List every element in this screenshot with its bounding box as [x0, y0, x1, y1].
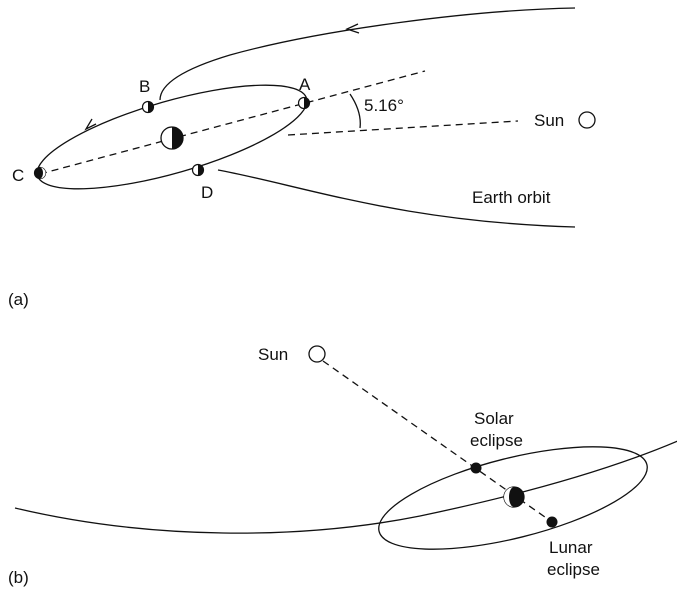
panel-b-label: (b) [8, 568, 29, 587]
moon-lunar-eclipse-icon [546, 516, 558, 528]
earth-orbit-path [159, 7, 576, 101]
earth-orbit-lower-path [217, 169, 576, 228]
moon-d-icon [191, 163, 205, 177]
earth-b-icon [503, 486, 525, 508]
solar-eclipse-label-line1: Solar [474, 409, 514, 428]
panel-a: 5.16° A B C D Sun Earth orbit [8, 7, 596, 309]
moon-solar-eclipse-icon [470, 462, 482, 474]
sun-b-label: Sun [258, 345, 288, 364]
lunar-eclipse-label-line2: eclipse [547, 560, 600, 579]
earth-orbit-arrow [345, 23, 360, 34]
moon-c-icon [33, 166, 47, 180]
panel-a-label: (a) [8, 290, 29, 309]
inclination-angle-label: 5.16° [364, 96, 404, 115]
panel-b: Sun Solar eclipse Lunar eclipse (b) [8, 345, 677, 587]
lunar-eclipse-label-line1: Lunar [549, 538, 593, 557]
moon-b-icon [141, 100, 155, 114]
point-a-label: A [299, 75, 311, 94]
inclination-angle-arc [349, 93, 361, 129]
sun-a-icon [578, 111, 596, 129]
point-c-label: C [12, 166, 24, 185]
moon-a-icon [297, 96, 311, 110]
point-d-label: D [201, 183, 213, 202]
solar-eclipse-label-line2: eclipse [470, 431, 523, 450]
earth-orbit-b-path [14, 440, 677, 534]
lunar-orbit-b-ellipse [378, 446, 648, 550]
ecliptic-line [287, 120, 519, 136]
sun-a-label: Sun [534, 111, 564, 130]
point-b-label: B [139, 77, 150, 96]
lunar-plane-line [39, 70, 426, 175]
lunar-orbit-arrow [84, 118, 97, 131]
earth-a-icon [160, 126, 184, 150]
earth-orbit-label: Earth orbit [472, 188, 551, 207]
sun-b-icon [308, 345, 326, 363]
